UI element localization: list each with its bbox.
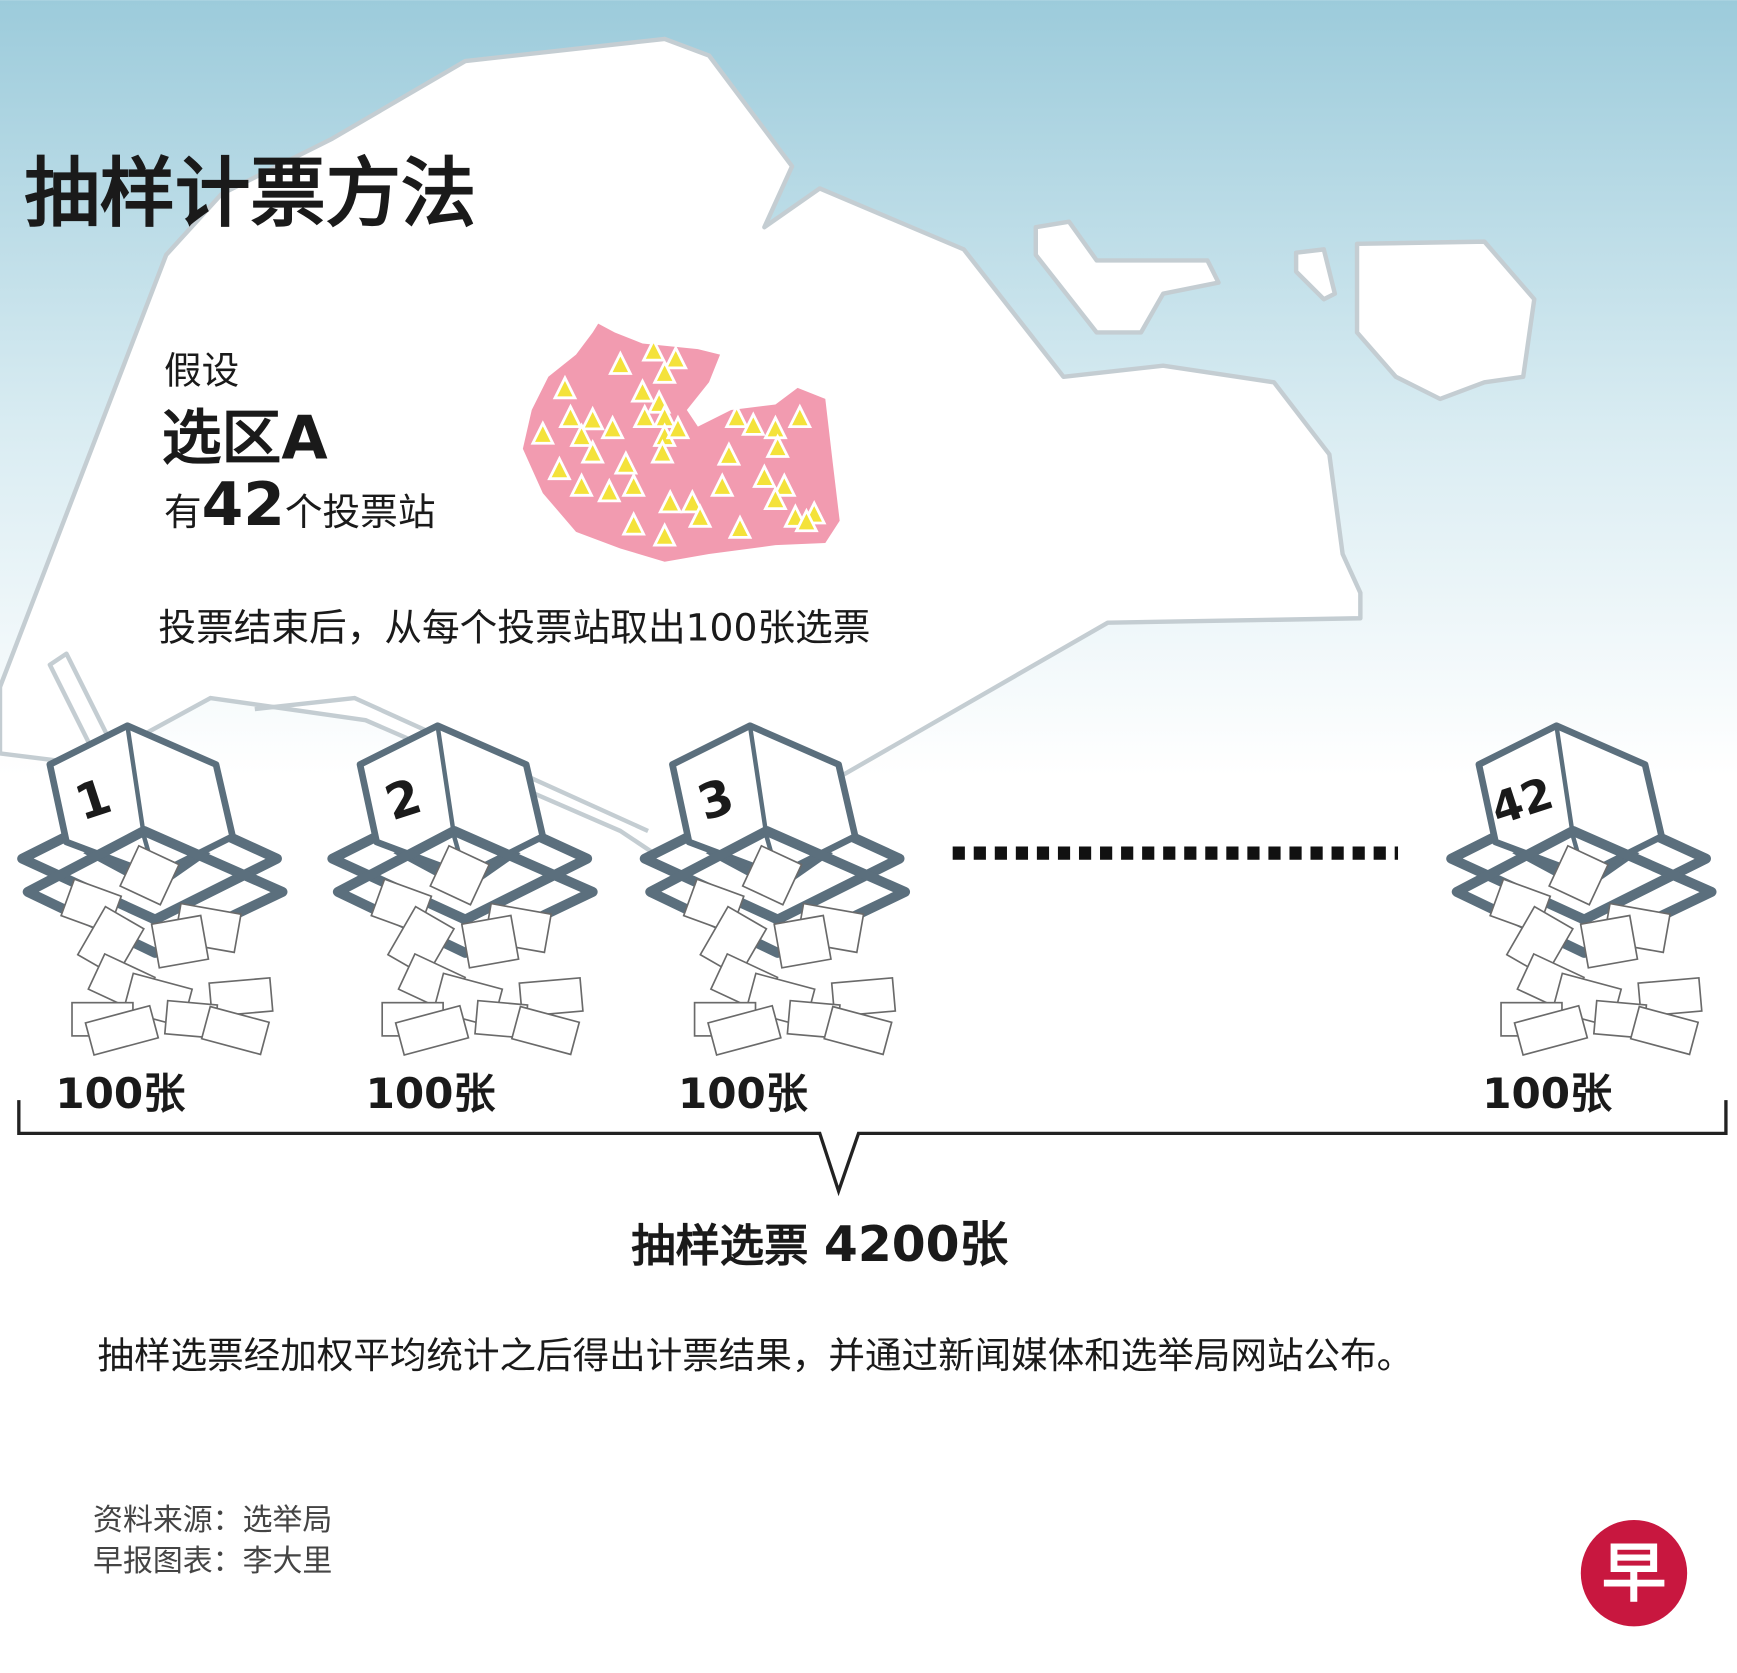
- total-value: 4200张: [824, 1217, 1009, 1273]
- polling-station-marker: [608, 350, 633, 375]
- polling-station-marker: [665, 414, 691, 440]
- zaobao-logo: 早: [1580, 1520, 1688, 1627]
- district-name: 选区A: [162, 404, 328, 474]
- polling-station-marker: [652, 522, 677, 547]
- polling-station-marker: [772, 472, 797, 497]
- polling-station-marker: [794, 507, 819, 533]
- stations-line: 有42个投票站: [164, 470, 436, 540]
- island-east-3: [1354, 239, 1537, 402]
- ballot-box-3: 3 100张: [645, 726, 905, 1118]
- ballot-box-1: 1 100张: [22, 726, 282, 1118]
- island-east-2: [1293, 247, 1338, 302]
- polling-station-marker: [558, 403, 583, 429]
- polling-station-marker: [687, 503, 713, 528]
- polling-station-marker: [569, 472, 594, 497]
- polling-station-marker: [716, 441, 742, 466]
- island-east-1: [1033, 219, 1221, 335]
- polling-station-marker: [763, 485, 788, 510]
- polling-station-marker: [765, 433, 790, 458]
- polling-station-marker: [597, 477, 622, 503]
- polling-station-marker: [652, 359, 677, 384]
- polling-station-marker: [621, 511, 646, 536]
- total-label: 抽样选票: [631, 1221, 808, 1272]
- polling-station-marker: [763, 414, 788, 440]
- polling-station-marker: [680, 488, 705, 514]
- stations-count: 42: [202, 470, 285, 540]
- box-count: 100张: [366, 1069, 496, 1118]
- polling-station-marker: [650, 439, 675, 464]
- conclusion-text: 抽样选票经加权平均统计之后得出计票结果，并通过新闻媒体和选举局网站公布。: [97, 1334, 1413, 1377]
- district-info: 假设 选区A 有42个投票站: [162, 348, 436, 540]
- polling-stations: [530, 337, 827, 547]
- district-a-map: [522, 323, 840, 562]
- polling-station-marker: [632, 403, 657, 429]
- polling-station-marker: [657, 488, 683, 514]
- polling-station-marker: [724, 403, 749, 429]
- polling-station-marker: [547, 455, 572, 481]
- polling-station-marker: [552, 374, 578, 400]
- box-count: 100张: [1482, 1069, 1612, 1118]
- polling-station-marker: [600, 414, 625, 440]
- polling-station-marker: [741, 411, 766, 436]
- polling-station-marker: [641, 337, 666, 362]
- box-count: 100张: [55, 1069, 185, 1118]
- polling-station-marker: [630, 378, 655, 403]
- polling-station-marker: [752, 463, 777, 488]
- stations-prefix: 有: [164, 490, 202, 534]
- graphic-credit: 早报图表：李大里: [93, 1544, 332, 1579]
- total-line: 抽样选票 4200张: [631, 1217, 1008, 1273]
- ballot-box-42: 42 100张: [1451, 726, 1711, 1118]
- polling-station-marker: [621, 472, 646, 497]
- polling-station-marker: [569, 422, 594, 447]
- polling-station-marker: [787, 403, 813, 429]
- polling-station-marker: [580, 439, 605, 464]
- polling-station-marker: [727, 514, 753, 539]
- polling-station-marker: [663, 344, 688, 370]
- page-title: 抽样计票方法: [24, 149, 476, 237]
- logo-char: 早: [1602, 1536, 1666, 1611]
- stations-suffix: 个投票站: [285, 490, 436, 534]
- polling-station-marker: [710, 472, 735, 497]
- polling-station-marker: [530, 420, 556, 445]
- polling-station-marker: [580, 405, 605, 431]
- source-credit: 资料来源：选举局: [93, 1503, 332, 1538]
- ballot-box-2: 2 100张: [332, 726, 592, 1118]
- polling-station-marker: [613, 450, 639, 475]
- step-text: 投票结束后，从每个投票站取出100张选票: [158, 605, 870, 649]
- assume-label: 假设: [164, 348, 239, 392]
- box-count: 100张: [678, 1069, 808, 1118]
- sum-bracket: [17, 1100, 1728, 1197]
